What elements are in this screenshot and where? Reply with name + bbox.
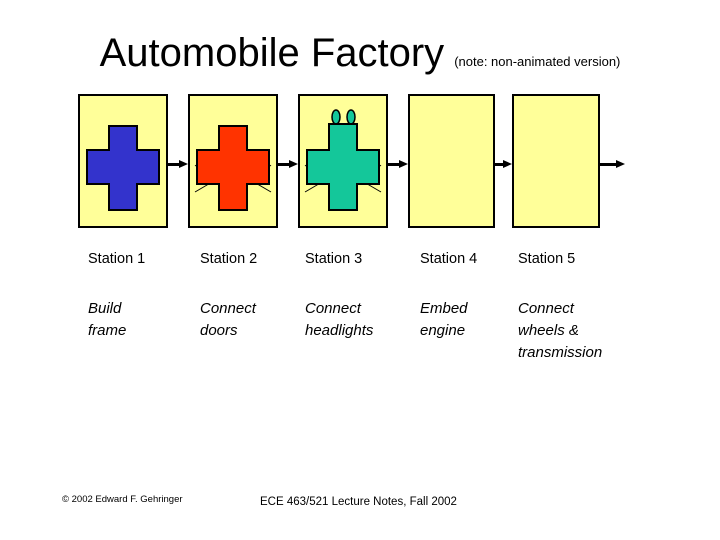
station-name-4: Station 4 — [420, 251, 478, 267]
flow-arrow-1 — [168, 160, 188, 169]
station-description-3: Connect headlights — [305, 298, 373, 342]
station-description-line: engine — [420, 322, 466, 339]
station-description-5: Connect wheels & transmission — [518, 298, 602, 364]
flow-arrow-3 — [388, 160, 408, 169]
station-caption-2: Station 2 Connect doors — [200, 250, 258, 339]
car-frame-shape — [86, 125, 160, 211]
flow-arrow-5 — [600, 160, 625, 169]
station-description-line: frame — [88, 322, 127, 339]
station-description-2: Connect doors — [200, 298, 256, 342]
car-frame-shape — [196, 125, 270, 211]
car-body-station-1 — [83, 106, 163, 216]
car-frame-shape — [306, 123, 380, 211]
station-description-line: transmission — [518, 344, 603, 361]
station-description-line: headlights — [305, 322, 374, 339]
station-caption-3: Station 3 Connect headlights — [305, 250, 373, 339]
flow-arrow-head — [179, 160, 188, 168]
station-box-4[interactable] — [408, 94, 495, 228]
station-box-5[interactable] — [512, 94, 600, 228]
flow-arrow-shaft — [495, 163, 503, 166]
station-description-line: Connect — [200, 300, 256, 317]
flow-arrow-2 — [278, 160, 298, 169]
station-description-4: Embed engine — [420, 298, 468, 342]
flow-arrow-shaft — [600, 163, 616, 166]
station-name-2: Station 2 — [200, 251, 258, 267]
station-caption-4: Station 4 Embed engine — [420, 250, 478, 339]
footer-course-label: ECE 463/521 Lecture Notes, Fall 2002 — [260, 496, 457, 508]
car-body-station-3 — [303, 106, 383, 216]
station-name-1: Station 1 — [88, 251, 146, 267]
footer-copyright: © 2002 Edward F. Gehringer — [62, 494, 183, 505]
station-description-line: Connect — [305, 300, 361, 317]
station-name-5: Station 5 — [518, 251, 576, 267]
headlight-icon-1 — [331, 109, 341, 125]
station-name-3: Station 3 — [305, 251, 363, 267]
flow-arrow-shaft — [388, 163, 399, 166]
flow-arrow-shaft — [168, 163, 179, 166]
title-note: (note: non-animated version) — [454, 54, 621, 69]
car-body-station-2 — [193, 106, 273, 216]
station-description-line: Build — [88, 300, 122, 317]
headlight-icon-2 — [346, 109, 356, 125]
flow-arrow-4 — [495, 160, 512, 169]
station-caption-5: Station 5 Connect wheels & transmission — [518, 250, 602, 361]
flow-arrow-head — [503, 160, 512, 168]
flow-arrow-head — [289, 160, 298, 168]
title-row: Automobile Factory (note: non-animated v… — [0, 30, 720, 86]
station-description-line: Connect — [518, 300, 574, 317]
page-title: Automobile Factory — [99, 31, 445, 75]
station-caption-1: Station 1 Build frame — [88, 250, 146, 339]
station-description-1: Build frame — [88, 298, 126, 342]
station-description-line: doors — [200, 322, 238, 339]
flow-arrow-shaft — [278, 163, 289, 166]
flow-arrow-head — [616, 160, 625, 168]
station-description-line: Embed — [420, 300, 468, 317]
station-description-line: wheels & — [518, 322, 579, 339]
flow-arrow-head — [399, 160, 408, 168]
